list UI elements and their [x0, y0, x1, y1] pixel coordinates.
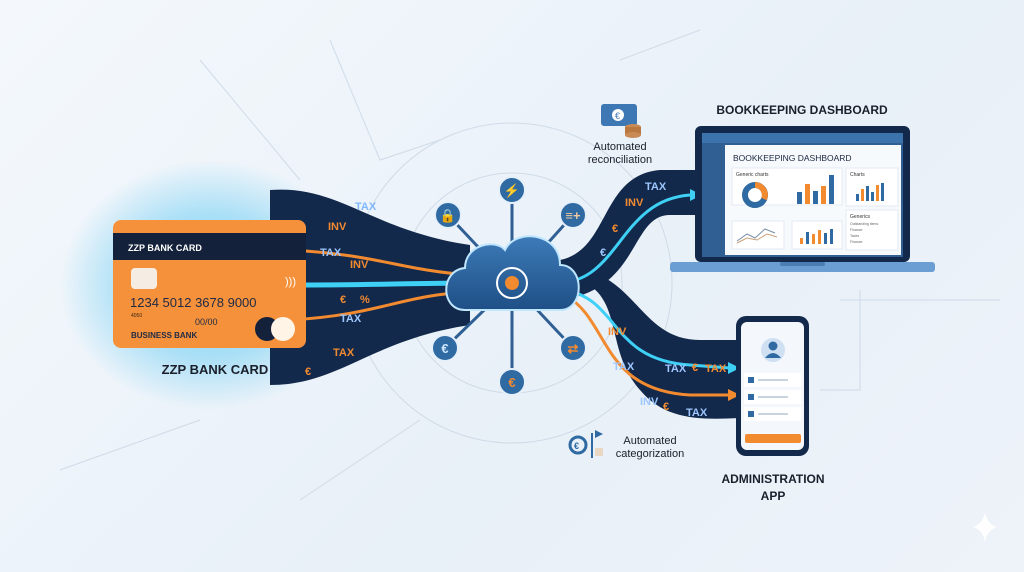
flow-label: €	[340, 294, 346, 306]
svg-text:⚡: ⚡	[504, 183, 520, 199]
svg-text:Finance: Finance	[850, 240, 863, 244]
flow-label: TAX	[645, 181, 667, 193]
dashboard-caption: BOOKKEEPING DASHBOARD	[716, 103, 888, 117]
card-number: 1234 5012 3678 9000	[130, 295, 257, 310]
screen-title: BOOKKEEPING DASHBOARD	[733, 153, 852, 163]
hub-ring	[496, 267, 528, 299]
reconciliation-line1: Automated	[593, 141, 647, 153]
categorization-label: Automated categorization	[610, 435, 690, 461]
svg-text:Finance: Finance	[850, 228, 863, 232]
categorization-line2: categorization	[615, 448, 685, 460]
flow-labels: INV TAX TAX INV € % TAX TAX € INV TAX € …	[305, 181, 727, 419]
flow-label: INV	[625, 197, 644, 209]
card-header: ZZP BANK CARD	[128, 243, 202, 253]
laptop: BOOKKEEPING DASHBOARD Generic charts Cha…	[670, 126, 935, 272]
app-caption: ADMINISTRATION APP	[700, 471, 846, 505]
svg-text:Taxes: Taxes	[850, 234, 859, 238]
flow-label: TAX	[665, 363, 687, 375]
node-lock-icon	[434, 201, 462, 229]
node-glyphs: ⚡ 🔒 ≡+ € ⇄ €	[440, 183, 581, 390]
flow-label: TAX	[705, 363, 727, 375]
bank-card: ZZP BANK CARD ))) 1234 5012 3678 9000 40…	[113, 220, 306, 348]
node-fast-icon	[498, 176, 526, 204]
app-action-button	[745, 434, 801, 443]
categorization-line1: Automated	[623, 435, 677, 447]
reconciliation-label: Automated reconciliation	[560, 141, 680, 167]
flow-label: %	[360, 294, 370, 306]
categorization-icon: €	[568, 430, 603, 458]
contactless-icon: )))	[285, 276, 296, 288]
panel-charts: Charts	[850, 172, 865, 178]
card-bank-name: BUSINESS BANK	[131, 331, 197, 340]
flow-label: €	[692, 362, 698, 374]
card-expiry: 00/00	[195, 317, 218, 327]
hub-core	[505, 276, 519, 290]
panel-generic-charts: Generic charts	[736, 172, 769, 178]
flow-label: TAX	[320, 247, 342, 259]
flow-label: INV	[640, 396, 659, 408]
node-euro-icon	[431, 334, 459, 362]
svg-text:≡+: ≡+	[565, 208, 581, 223]
flow-label: €	[305, 366, 311, 378]
phone	[736, 316, 809, 456]
chip-icon	[131, 268, 157, 289]
right-bottom-data-flow	[560, 275, 740, 419]
flow-label: INV	[328, 221, 347, 233]
flow-label: €	[663, 401, 669, 413]
flow-label: TAX	[686, 407, 708, 419]
flow-label: TAX	[613, 361, 635, 373]
right-flow-streams	[559, 193, 731, 397]
cloud-hub-icon	[445, 235, 580, 311]
svg-text:⇄: ⇄	[568, 341, 579, 356]
flow-label: TAX	[333, 347, 355, 359]
panel-generics: Generics	[850, 214, 871, 220]
card-caption: ZZP BANK CARD	[161, 362, 269, 377]
node-euro-coin-icon	[498, 368, 526, 396]
node-transfer-icon	[559, 334, 587, 362]
svg-text:🔒: 🔒	[440, 208, 456, 223]
app-caption-line1: ADMINISTRATION	[721, 472, 825, 486]
flow-label: TAX	[355, 201, 377, 213]
reconciliation-line2: reconciliation	[587, 154, 653, 166]
flow-label: INV	[350, 259, 369, 271]
node-document-icon	[559, 201, 587, 229]
left-data-flow	[270, 189, 470, 385]
flow-label: €	[612, 223, 618, 235]
flow-label: €	[600, 247, 606, 259]
sparkle-icon	[973, 512, 997, 542]
flow-label: INV	[608, 326, 627, 338]
bar-chart-mini	[797, 175, 834, 204]
card-small-code: 4050	[131, 313, 142, 319]
app-caption-line2: APP	[760, 489, 786, 503]
reconciliation-icon: €	[601, 104, 641, 138]
svg-text:€: €	[508, 375, 515, 390]
network-nodes	[431, 176, 587, 396]
svg-text:Outstanding items: Outstanding items	[850, 222, 878, 226]
svg-text:€: €	[441, 341, 448, 356]
svg-text:€: €	[615, 111, 620, 121]
svg-text:€: €	[574, 441, 579, 451]
flow-label: TAX	[340, 313, 362, 325]
